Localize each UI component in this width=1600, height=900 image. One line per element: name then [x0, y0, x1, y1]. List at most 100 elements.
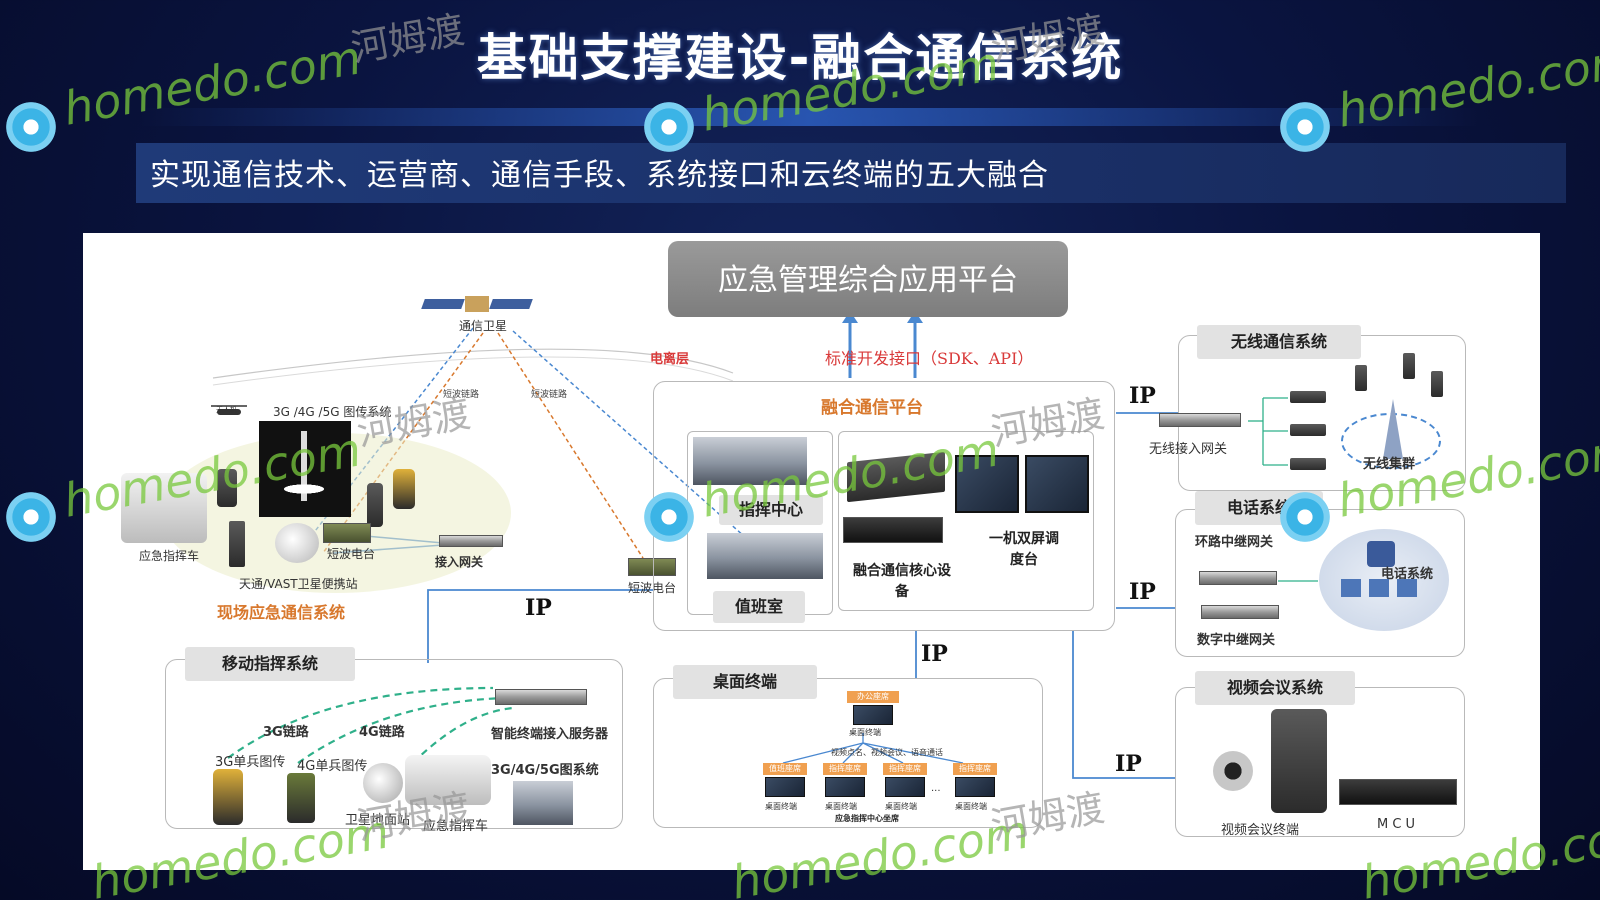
- single-3g-icon: [213, 769, 243, 825]
- phone-node-3: [1397, 579, 1417, 597]
- mobile-vehicle-icon: [405, 755, 491, 805]
- handheld-icon-1: [217, 469, 237, 507]
- subtitle-band: [136, 143, 1566, 203]
- cluster-label: 无线集群: [1363, 457, 1416, 472]
- watermark-flower-icon: [640, 488, 698, 546]
- duty-room-photo: [707, 533, 823, 579]
- single-3g-label: 3G单兵图传: [215, 755, 286, 770]
- desktop-tag-4: 指挥座席: [953, 763, 997, 775]
- sdk-arrowhead-2: [907, 311, 923, 323]
- desktop-terminal-icon-3: [885, 777, 925, 797]
- desktop-top-terminal-icon: [853, 705, 893, 725]
- digital-gateway-icon: [1201, 605, 1279, 619]
- watermark-flower-icon: [640, 98, 698, 156]
- mobile-server-label: 智能终端接入服务器: [491, 727, 609, 742]
- desktop-terminal-icon-2: [825, 777, 865, 797]
- watermark-flower-icon: [2, 98, 60, 156]
- desktop-top-tag: 办公座席: [847, 691, 899, 703]
- ionosphere-label: 电离层: [650, 352, 690, 367]
- desktop-caption: 应急指挥中心坐席: [835, 814, 899, 823]
- mobile-3g-link: [227, 686, 494, 759]
- cluster-tower-icon: [1383, 399, 1403, 459]
- mobile-server-icon: [495, 689, 587, 705]
- watermark-flower-icon: [1276, 488, 1334, 546]
- cell-tower-icon: [259, 421, 351, 517]
- ionosphere-arc-2: [212, 356, 734, 386]
- ip-label-phone: IP: [1129, 579, 1156, 605]
- walkie-talkie-icon-3: [1431, 371, 1443, 397]
- mobile-3g-link-label: 3G链路: [263, 725, 309, 740]
- desktop-tag-1: 值班座席: [763, 763, 807, 775]
- desktop-terminal-label-2: 桌面终端: [825, 802, 857, 811]
- core-device-icon-2: [843, 517, 943, 543]
- ip-label-mobile: IP: [525, 595, 552, 621]
- sdk-label: 标准开发接口（SDK、API）: [825, 349, 1034, 368]
- dispatch-console-label: 一机双屏调度台: [989, 531, 1059, 568]
- drone-icon: [211, 403, 247, 421]
- sat-station-label: 天通/VAST卫星便携站: [239, 577, 358, 591]
- mobile-box: [165, 659, 623, 829]
- video-title: 视频会议系统: [1195, 671, 1355, 705]
- mobile-vehicle-label: 应急指挥车: [423, 819, 489, 834]
- mobile-4g-link-label: 4G链路: [359, 725, 405, 740]
- wireless-title: 无线通信系统: [1197, 325, 1361, 359]
- desktop-tag-3: 指挥座席: [883, 763, 927, 775]
- sw-link-label-1: 短波链路: [443, 390, 480, 400]
- sat-phone-icon: [229, 521, 245, 567]
- command-center-photo: [693, 437, 807, 485]
- shortwave-radio-icon: [628, 558, 676, 576]
- walkie-talkie-icon-1: [1355, 365, 1367, 391]
- walkie-talkie-icon-2: [1403, 353, 1415, 379]
- command-center-label: 指挥中心: [719, 495, 823, 525]
- ionosphere-arc: [212, 348, 734, 379]
- single-4g-label: 4G单兵图传: [297, 759, 368, 774]
- ip-label-video: IP: [1115, 751, 1142, 777]
- single-4g-icon: [287, 773, 315, 823]
- loop-gateway-icon: [1199, 571, 1277, 585]
- video-endpoint-icon: [1271, 709, 1327, 813]
- digital-gateway-label: 数字中继网关: [1197, 633, 1276, 648]
- dispatch-screen-2: [1025, 455, 1089, 513]
- desktop-terminal-icon-1: [765, 777, 805, 797]
- field-sw-radio-label: 短波电台: [327, 547, 376, 561]
- phone-switch-icon: [1367, 541, 1395, 567]
- desktop-terminal-label-3: 桌面终端: [885, 802, 917, 811]
- desktop-top-terminal-label: 桌面终端: [849, 728, 881, 737]
- field-sw-radio-icon: [323, 523, 371, 543]
- wireless-gateway-label: 无线接入网关: [1149, 442, 1228, 457]
- shortwave-radio-label: 短波电台: [628, 581, 677, 595]
- field-system-label: 现场应急通信系统: [217, 603, 346, 622]
- mobile-title: 移动指挥系统: [185, 647, 355, 681]
- sat-link-right-orange: [497, 332, 644, 559]
- access-gateway-label: 接入网关: [435, 555, 484, 569]
- field-image-system-label: 3G /4G /5G 图传系统: [273, 405, 392, 419]
- phone-node-1: [1341, 579, 1361, 597]
- sw-link-label-2: 短波链路: [531, 390, 568, 400]
- ip-link-video: [1072, 631, 1175, 779]
- page-title: 基础支撑建设-融合通信系统: [476, 29, 1124, 87]
- drone-label: 无人机: [216, 406, 237, 414]
- sat-dish-icon: [275, 523, 319, 563]
- handheld-icon-3: [393, 469, 415, 509]
- mcu-label: M C U: [1377, 817, 1416, 832]
- desktop-tag-2: 指挥座席: [823, 763, 867, 775]
- duty-room-label: 值班室: [713, 591, 805, 623]
- command-vehicle-icon: [121, 473, 207, 543]
- ip-link-mobile: [427, 589, 653, 663]
- access-gateway-icon: [439, 535, 503, 547]
- core-device-label: 融合通信核心设备: [853, 563, 951, 600]
- platform-title: 应急管理综合应用平台: [718, 263, 1018, 298]
- watermark-flower-icon: [2, 488, 60, 546]
- watermark-flower-icon: [1276, 98, 1334, 156]
- ip-label-wireless: IP: [1129, 383, 1156, 409]
- mobile-image-system-photo: [513, 781, 573, 825]
- handheld-icon-2: [367, 483, 383, 527]
- video-terminal-label: 视频会议终端: [1221, 823, 1300, 838]
- mobile-vehicle-link: [412, 706, 514, 764]
- field-vehicle-label: 应急指挥车: [139, 549, 200, 563]
- desktop-ellipsis: ...: [931, 783, 941, 794]
- mobile-4g-link: [297, 696, 504, 764]
- platform-box: [668, 241, 1068, 317]
- phone-node-2: [1369, 579, 1389, 597]
- desktop-functions-label: 视频点名、视频会议、语音通话: [831, 748, 943, 757]
